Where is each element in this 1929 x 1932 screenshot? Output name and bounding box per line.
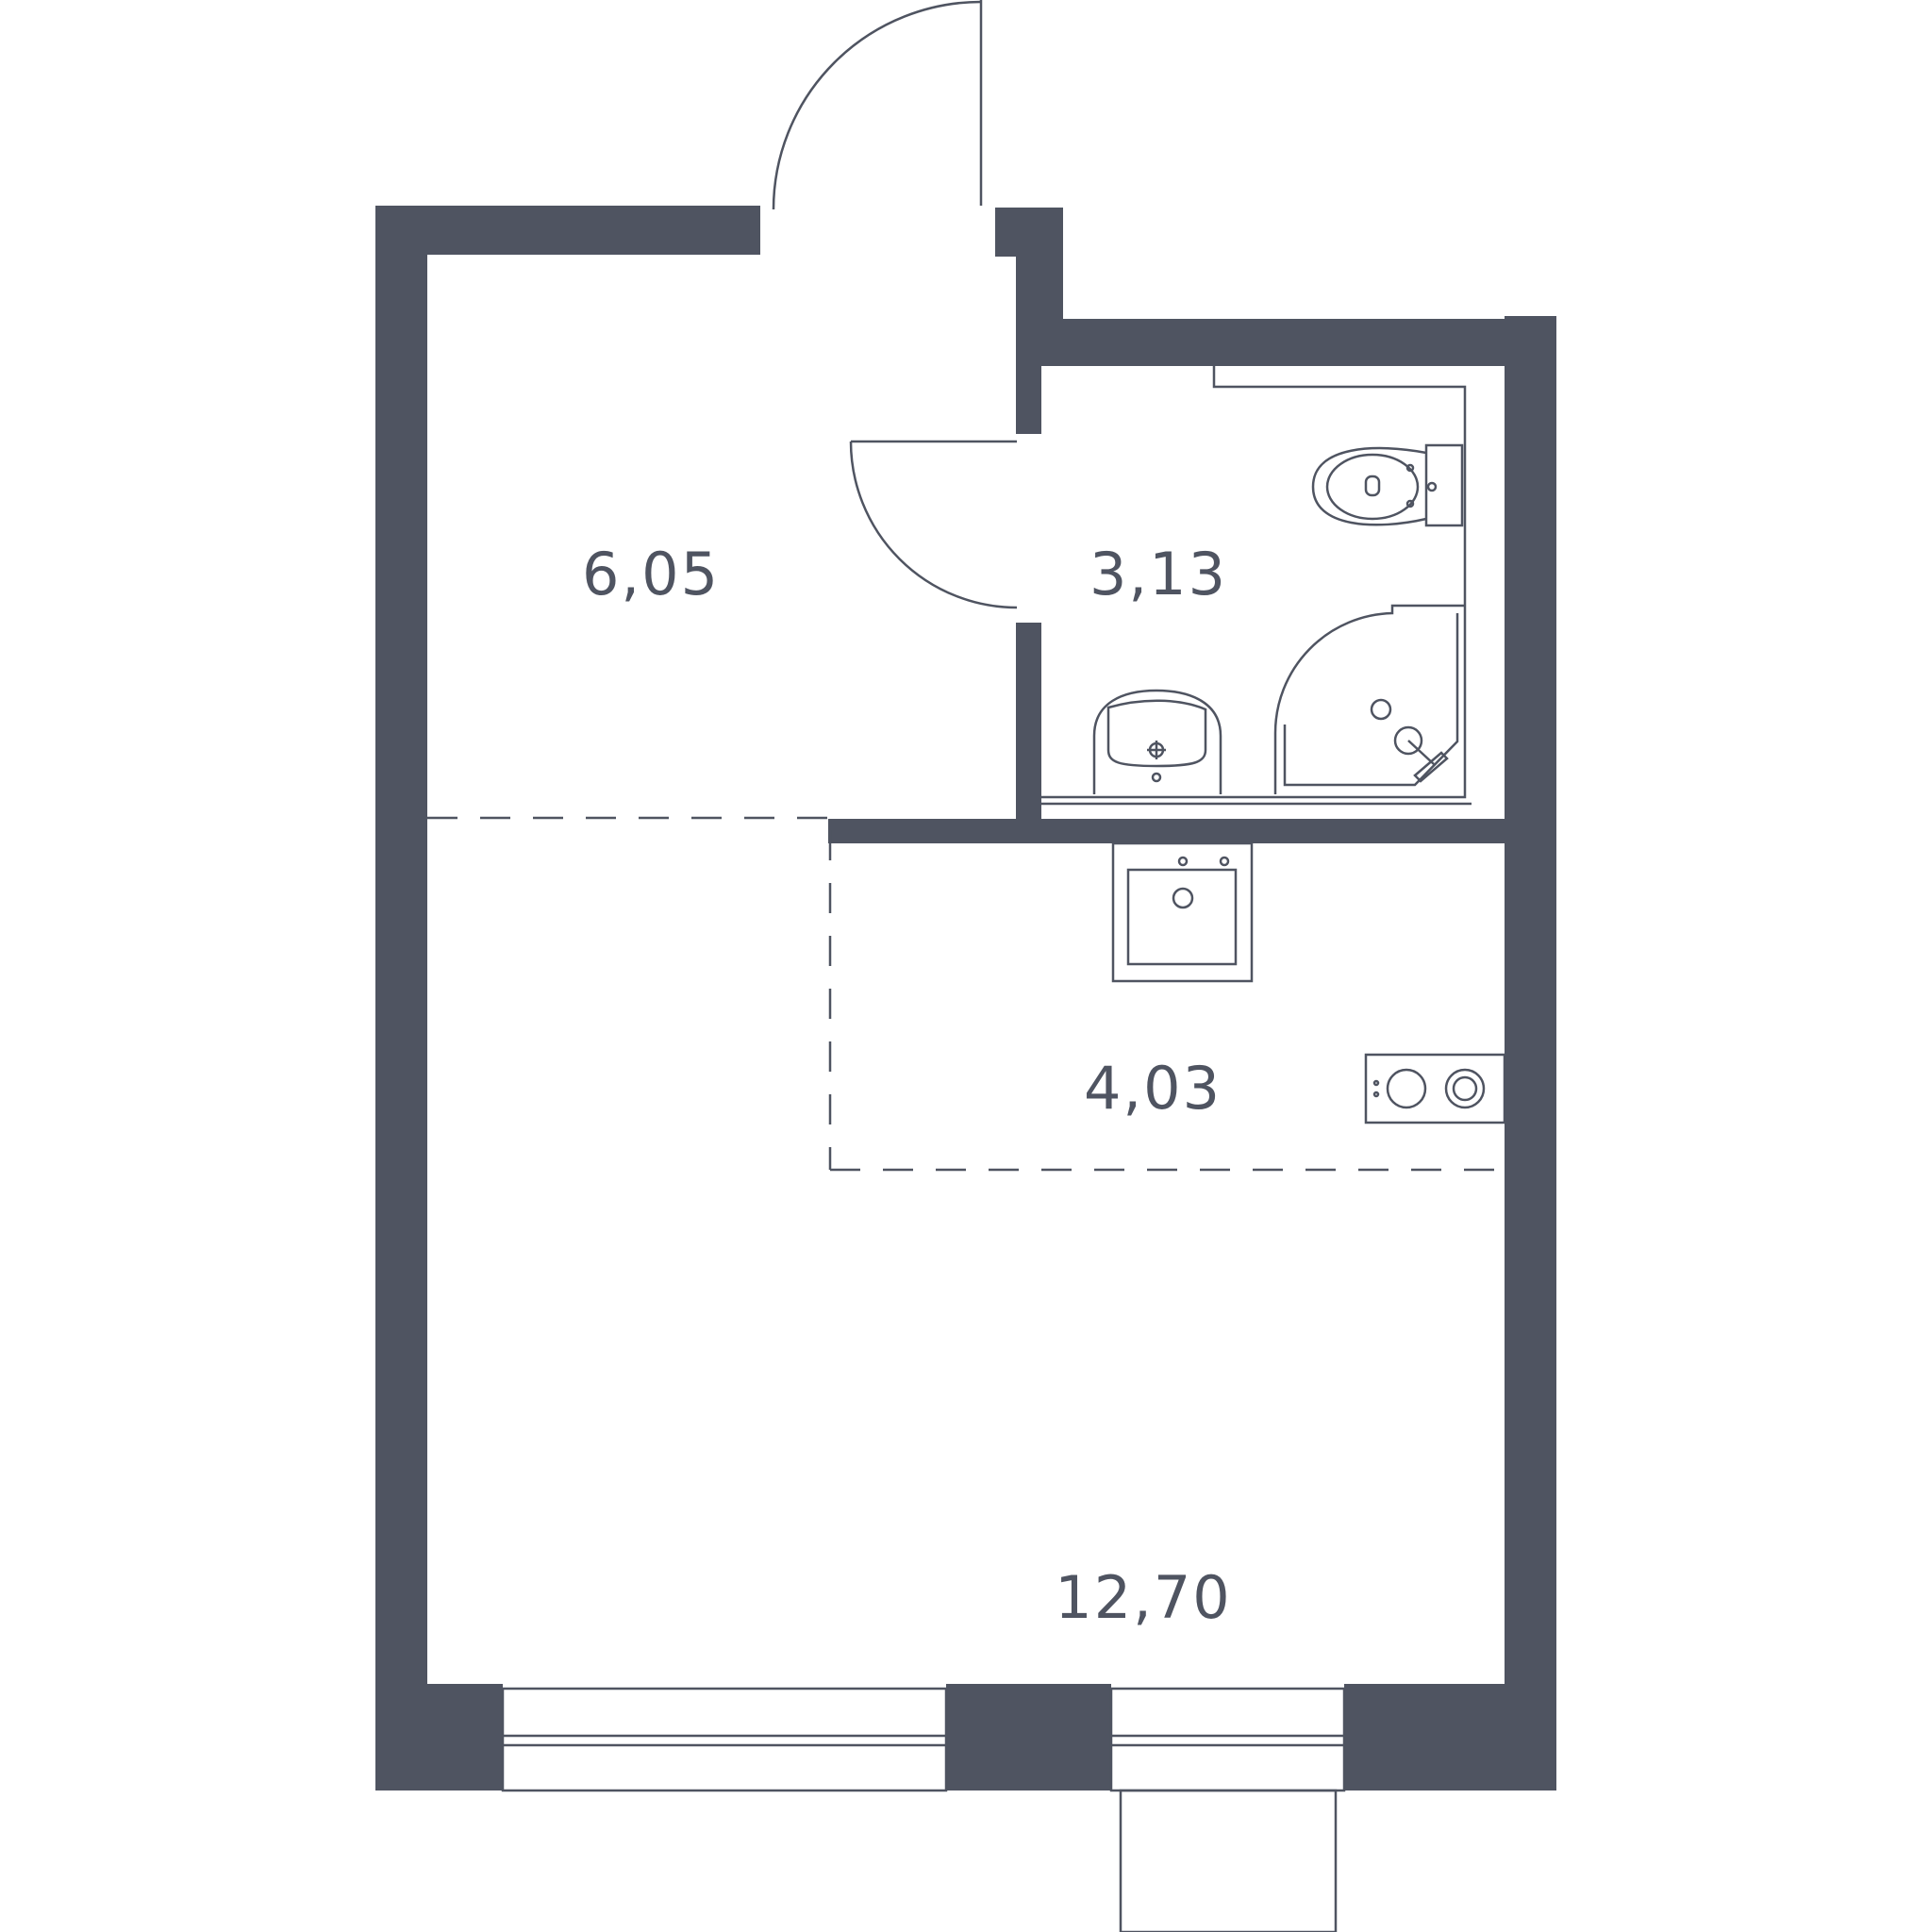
entrance-door — [772, 0, 983, 210]
zone-dividers — [427, 816, 1505, 1172]
walls — [375, 206, 1556, 1790]
room-area-hallway: 6,05 — [582, 540, 720, 608]
kitchen-sink-icon — [1111, 841, 1254, 983]
toilet-icon — [1311, 443, 1464, 527]
shower-icon — [1273, 604, 1465, 794]
stove-icon — [1364, 1053, 1506, 1124]
sink-icon — [1092, 689, 1222, 794]
bathroom-inner-frame — [1041, 366, 1472, 806]
room-area-kitchen: 4,03 — [1084, 1054, 1222, 1123]
balcony — [1119, 1789, 1338, 1932]
room-area-bathroom: 3,13 — [1089, 540, 1227, 608]
room-area-living: 12,70 — [1055, 1563, 1232, 1632]
window-left — [501, 1687, 948, 1792]
window-right — [1109, 1687, 1346, 1792]
bathroom-door — [849, 440, 1018, 609]
